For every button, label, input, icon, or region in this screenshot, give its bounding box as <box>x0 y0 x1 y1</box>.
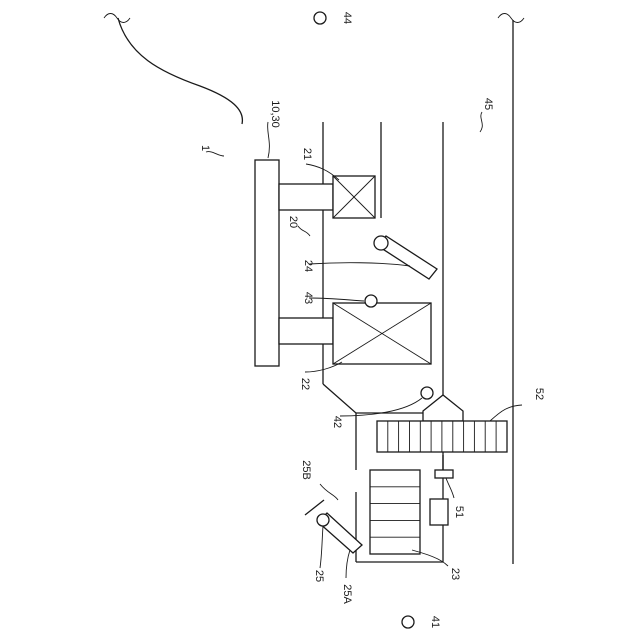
leader-43 <box>309 298 364 301</box>
label-22: 22 <box>299 378 311 390</box>
block-51-lower <box>430 499 448 525</box>
sensor-44 <box>314 12 326 24</box>
connector-upper <box>279 184 333 210</box>
label-25: 25 <box>313 570 325 582</box>
boundary-curve-top-left <box>118 18 242 124</box>
label-44: 44 <box>341 12 353 24</box>
label-10-30: 10,30 <box>269 100 281 128</box>
plate-10-30 <box>255 160 279 366</box>
leader-52 <box>490 405 522 421</box>
connector-lower <box>279 318 333 344</box>
leader-24 <box>309 263 410 266</box>
label-43: 43 <box>302 292 314 304</box>
label-24: 24 <box>302 260 314 272</box>
label-21: 21 <box>301 148 313 160</box>
stack-23 <box>370 470 420 554</box>
leader-25 <box>320 526 323 568</box>
sensor-43 <box>365 295 377 307</box>
label-23: 23 <box>449 568 461 580</box>
label-25b: 25B <box>300 460 312 480</box>
label-42: 42 <box>331 416 343 428</box>
lever-25b <box>305 500 324 515</box>
pivot-25 <box>317 514 329 526</box>
label-41: 41 <box>429 616 441 628</box>
pivot-24 <box>374 236 388 250</box>
break-mark-top-left <box>104 14 130 23</box>
leader-1 <box>206 152 224 156</box>
leader-51 <box>446 478 454 498</box>
sensor-42 <box>421 387 433 399</box>
leader-25a <box>346 550 350 578</box>
label-51: 51 <box>453 506 465 518</box>
label-20: 20 <box>287 216 299 228</box>
block-51-upper <box>435 470 453 478</box>
leader-25b <box>320 484 338 500</box>
label-25a: 25A <box>341 584 353 604</box>
label-1: 1 <box>199 145 211 151</box>
leader-45 <box>480 112 482 132</box>
label-52: 52 <box>533 388 545 400</box>
sensor-41 <box>402 616 414 628</box>
label-45: 45 <box>482 98 494 110</box>
break-mark-top-right <box>498 14 524 23</box>
